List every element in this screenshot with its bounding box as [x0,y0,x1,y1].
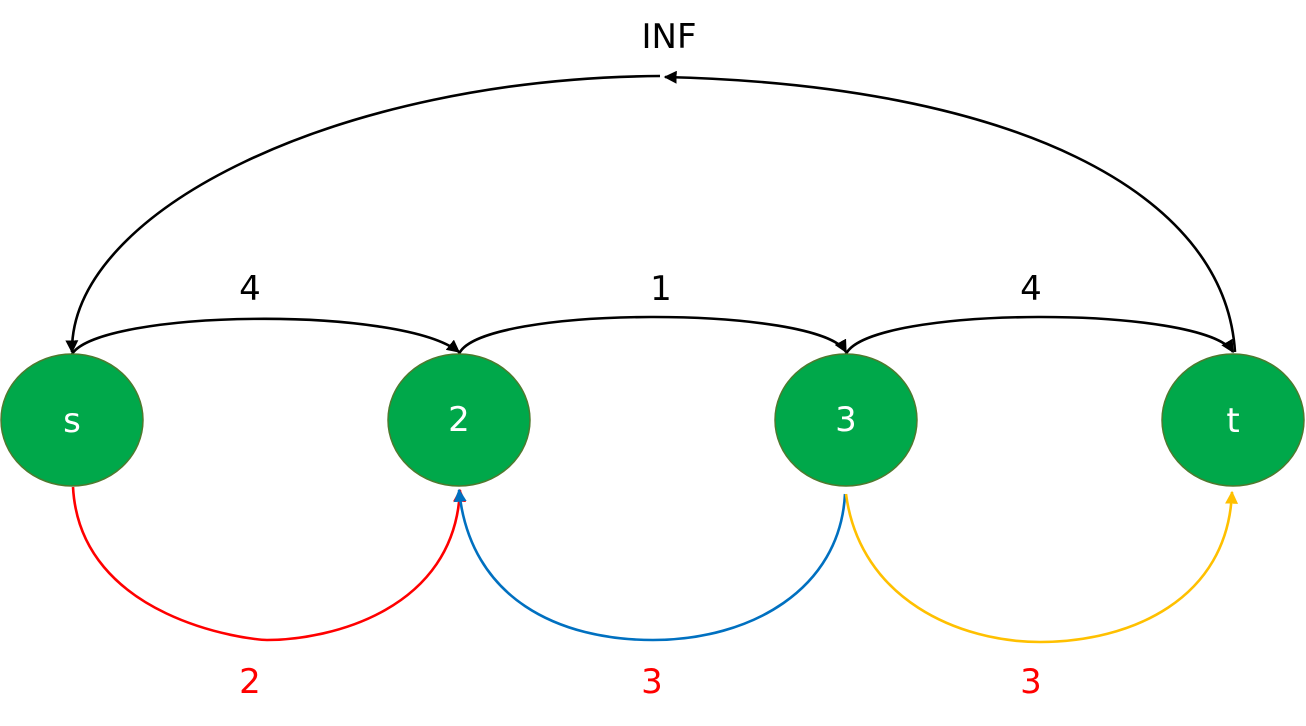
edge-3-2-lower-curve [453,488,847,642]
node-s: s [0,353,144,487]
edge-inf: INF [65,17,1237,354]
edge-inf-left-half [65,74,661,354]
edge-s-2-lower: 2 [71,486,466,702]
edge-3-t-lower-label: 3 [1020,662,1042,702]
edge-3-2-lower-label: 3 [641,662,663,702]
edge-3-t-lower-curve [844,490,1239,644]
edge-3-t-curve [844,315,1235,355]
edge-inf-label: INF [641,17,696,57]
node-2-circle [387,353,531,487]
edge-inf-right-half [663,70,1237,353]
edge-s-2-lower-label: 2 [239,662,261,702]
edge-3-t-label: 4 [1020,269,1042,309]
node-3: 3 [774,353,918,487]
node-3-label: 3 [835,400,857,440]
node-t-label: t [1226,401,1239,441]
edge-s-2-curve [70,317,461,355]
node-s-label: s [63,401,81,441]
node-2: 2 [387,353,531,487]
edge-s-2: 4 [70,269,461,355]
edge-3-t: 4 [844,269,1235,355]
node-t: t [1161,353,1305,487]
node-s-circle [0,353,144,487]
edge-3-t-lower: 3 [844,490,1239,702]
edge-2-3-curve [457,315,848,355]
node-t-circle [1161,353,1305,487]
edge-s-2-lower-curve [71,486,466,642]
node-2-label: 2 [448,400,470,440]
node-3-circle [774,353,918,487]
edge-2-3: 1 [457,269,848,355]
edge-s-2-label: 4 [239,269,261,309]
edge-2-3-label: 1 [650,269,672,309]
edge-3-2-lower: 3 [453,488,847,702]
